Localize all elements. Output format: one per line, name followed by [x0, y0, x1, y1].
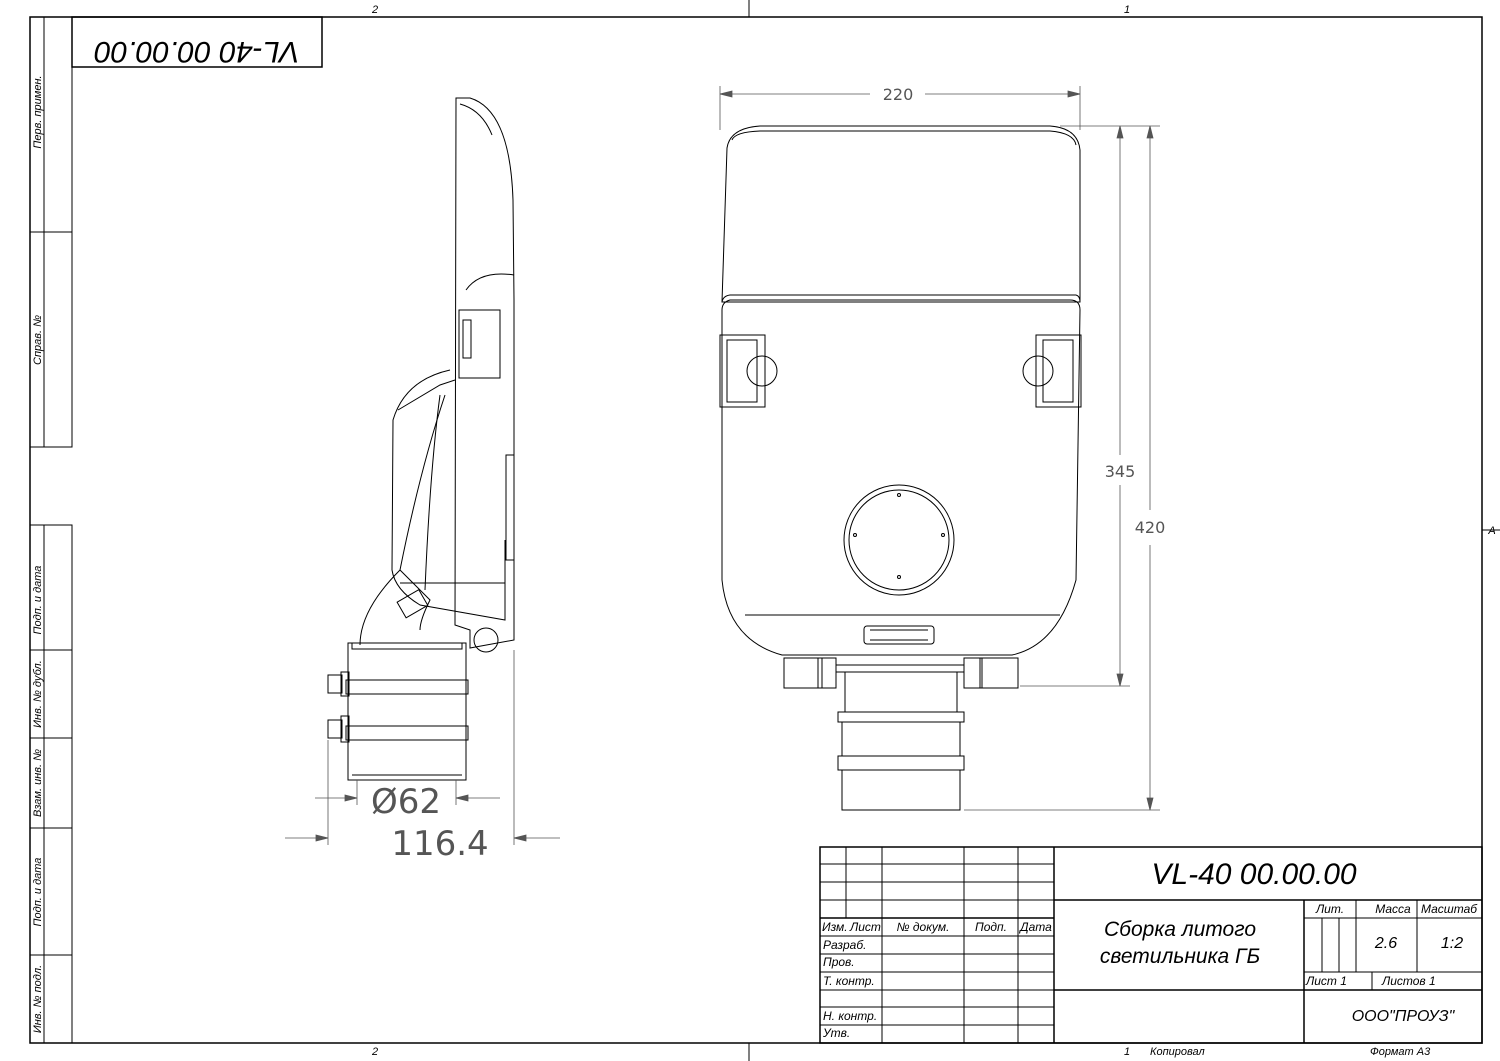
- dim-height-body: 345: [1105, 462, 1136, 481]
- strip-label-podp1: Подп. и дата: [32, 566, 44, 635]
- zone-right: A: [1487, 525, 1495, 537]
- sheet-label: Лист 1: [1305, 974, 1347, 988]
- side-view: [327, 97, 515, 781]
- dim-width: 220: [883, 85, 914, 104]
- strip-label-perv: Перв. примен.: [32, 75, 44, 148]
- title-line1: Сборка литого: [1104, 918, 1256, 941]
- role-tkontr: Т. контр.: [823, 974, 875, 988]
- designation: VL-40 00.00.00: [1151, 858, 1356, 891]
- mass-value: 2.6: [1374, 935, 1397, 952]
- strip-label-inv-dubl: Инв. № дубл.: [32, 660, 44, 728]
- mirrored-designation: VL-40 00.00.00: [94, 35, 299, 68]
- col-podp: Подп.: [975, 920, 1007, 934]
- role-nkontr: Н. контр.: [823, 1009, 877, 1023]
- strip-label-podp2: Подп. и дата: [32, 858, 44, 927]
- mass-label: Масса: [1375, 902, 1411, 916]
- zone-top-left: 2: [371, 4, 378, 16]
- company-name: ООО"ПРОУЗ": [1352, 1008, 1456, 1025]
- dimension-lines: [285, 86, 1160, 845]
- col-list: Лист: [849, 920, 881, 934]
- role-razrab: Разраб.: [823, 938, 866, 952]
- dim-depth: 116.4: [391, 824, 488, 864]
- lit-label: Лит.: [1315, 902, 1344, 916]
- col-dokum: № докум.: [897, 920, 950, 934]
- strip-label-vzam: Взам. инв. №: [32, 749, 44, 817]
- front-view: [719, 125, 1082, 811]
- role-prov: Пров.: [823, 955, 855, 969]
- format-label: Формат A3: [1370, 1046, 1431, 1058]
- zone-bottom-left: 2: [371, 1046, 378, 1058]
- scale-label: Масштаб: [1421, 902, 1478, 916]
- strip-label-inv-podl: Инв. № подл.: [32, 965, 44, 1033]
- dim-diameter: Ø62: [371, 782, 441, 822]
- dim-height-total: 420: [1135, 518, 1166, 537]
- role-utv: Утв.: [822, 1026, 850, 1040]
- title-block: [819, 846, 1483, 1044]
- strip-label-sprav: Справ. №: [32, 315, 44, 365]
- zone-top-right: 1: [1124, 4, 1130, 16]
- col-data: Дата: [1018, 920, 1052, 934]
- col-izm: Изм.: [822, 920, 848, 934]
- zone-bottom-right: 1: [1124, 1046, 1130, 1058]
- scale-value: 1:2: [1441, 935, 1463, 952]
- left-strip-bottom: [29, 524, 73, 1044]
- mirrored-code-box: [71, 16, 323, 68]
- title-line2: светильника ГБ: [1100, 945, 1260, 968]
- sheets-label: Листов 1: [1381, 974, 1436, 988]
- copied-label: Копировал: [1150, 1046, 1205, 1058]
